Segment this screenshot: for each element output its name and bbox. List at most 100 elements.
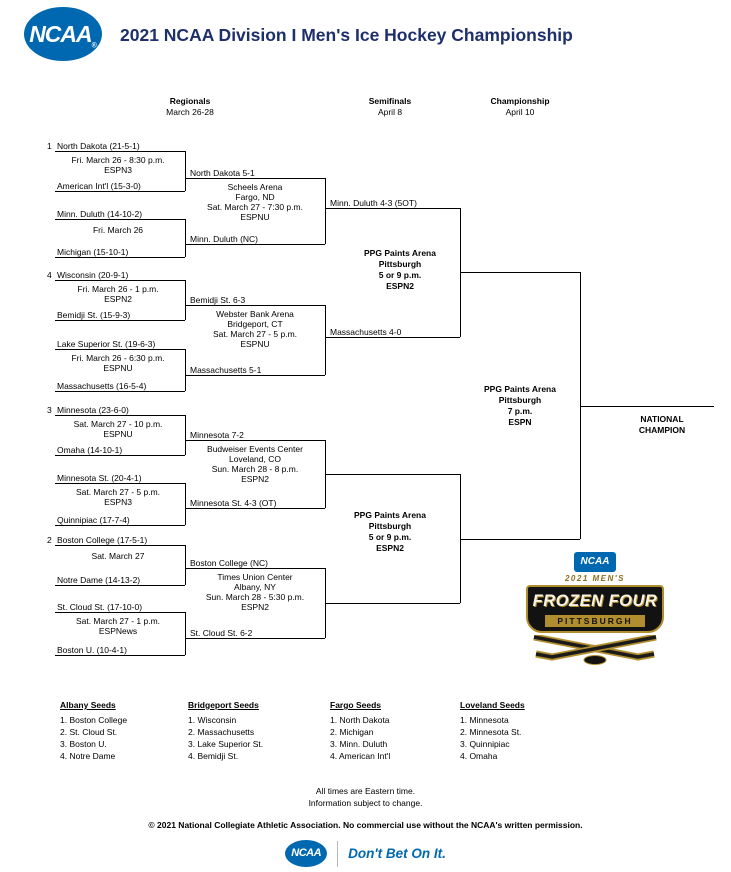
semifinal-bottom-venue: PPG Paints Arena Pittsburgh 5 or 9 p.m. … <box>354 510 426 553</box>
bracket-line <box>580 406 714 407</box>
bracket-line <box>55 219 185 220</box>
seed-item: 1. Wisconsin <box>188 715 237 725</box>
bracket-line <box>55 349 185 350</box>
venue-info-fargo: Scheels Arena Fargo, ND Sat. March 27 - … <box>207 182 303 222</box>
seeds-title: Fargo Seeds <box>330 700 382 710</box>
seed-number-albany: 2 <box>47 535 52 545</box>
seed-item: 4. American Int'l <box>330 751 391 761</box>
seeds-column-bridgeport: Bridgeport Seeds 1. Wisconsin 2. Massach… <box>188 700 308 762</box>
bracket-line <box>185 244 325 245</box>
seeds-title: Bridgeport Seeds <box>188 700 259 710</box>
seed-number-fargo: 1 <box>47 141 52 151</box>
team-bemidji-st: Bemidji St. (15-9-3) <box>57 310 131 320</box>
regional-winner-fargo: Minn. Duluth 4-3 (5OT) <box>330 198 417 208</box>
bracket-line <box>55 585 185 586</box>
seed-number-loveland: 3 <box>47 405 52 415</box>
game-info: Fri. March 26 - 8:30 p.m. ESPN3 <box>71 155 165 175</box>
ncaa-logo-text: NCAA <box>29 21 92 47</box>
seeds-title: Albany Seeds <box>60 700 116 710</box>
bracket-line <box>185 415 186 455</box>
team-omaha: Omaha (14-10-1) <box>57 445 123 455</box>
game-info: Sat. March 27 - 10 p.m. ESPNU <box>73 419 163 439</box>
footer-note-subject: Information subject to change. <box>308 798 423 808</box>
semifinal-top-venue: PPG Paints Arena Pittsburgh 5 or 9 p.m. … <box>364 248 436 291</box>
frozen-four-shield: FROZEN FOUR PITTSBURGH <box>526 585 664 633</box>
divider <box>337 840 339 867</box>
national-champion-label: NATIONAL CHAMPION <box>638 414 686 435</box>
seed-item: 2. Massachusetts <box>188 727 255 737</box>
bracket-line <box>185 508 325 509</box>
ncaa-logo: NCAA® <box>24 7 102 61</box>
seed-item: 4. Bemidji St. <box>188 751 239 761</box>
seed-item: 1. North Dakota <box>330 715 390 725</box>
dont-bet-lockup: NCAA Don't Bet On It. <box>0 840 731 867</box>
bracket-line <box>55 483 185 484</box>
bracket-line <box>185 545 186 585</box>
frozen-four-year: 2021 MEN'S <box>564 574 626 583</box>
round-date-regionals: March 26-28 <box>166 107 214 117</box>
game-info: Fri. March 26 <box>92 225 144 235</box>
venue-info-loveland: Budweiser Events Center Loveland, CO Sun… <box>207 444 303 484</box>
round-header-semifinals: Semifinals <box>368 96 412 106</box>
bracket-line <box>55 525 185 526</box>
bracket-line <box>185 349 186 391</box>
game-info: Sat. March 27 <box>91 551 145 561</box>
seed-item: 3. Lake Superior St. <box>188 739 264 749</box>
bracket-line <box>55 151 185 152</box>
bracket-line <box>55 257 185 258</box>
seed-item: 3. Boston U. <box>60 739 107 749</box>
game-info: Sat. March 27 - 1 p.m. ESPNews <box>75 616 161 636</box>
bracket-line <box>325 178 326 244</box>
frozen-four-logo: NCAA 2021 MEN'S FROZEN FOUR PITTSBURGH <box>526 552 664 665</box>
seeds-column-loveland: Loveland Seeds 1. Minnesota 2. Minnesota… <box>460 700 580 762</box>
bracket-line <box>55 612 185 613</box>
game-info: Fri. March 26 - 6:30 p.m. ESPNU <box>71 353 165 373</box>
bracket-line <box>460 272 580 273</box>
team-quinnipiac: Quinnipiac (17-7-4) <box>57 515 130 525</box>
seed-item: 1. Boston College <box>60 715 128 725</box>
hockey-sticks-icon <box>533 635 657 665</box>
winner-slot: Minnesota St. 4-3 (OT) <box>190 498 277 508</box>
game-info: Fri. March 26 - 1 p.m. ESPN2 <box>77 284 159 304</box>
bracket-line <box>55 455 185 456</box>
bracket-line <box>55 655 185 656</box>
winner-slot: Bemidji St. 6-3 <box>190 295 246 305</box>
winner-slot: North Dakota 5-1 <box>190 168 255 178</box>
seed-item: 2. Michigan <box>330 727 374 737</box>
team-michigan: Michigan (15-10-1) <box>57 247 129 257</box>
seed-item: 2. Minnesota St. <box>460 727 522 737</box>
winner-slot: Minn. Duluth (NC) <box>190 234 259 244</box>
bracket-line <box>460 474 461 603</box>
puck-icon <box>583 655 607 665</box>
seed-item: 3. Minn. Duluth <box>330 739 388 749</box>
bracket-line <box>55 415 185 416</box>
bracket-line <box>55 545 185 546</box>
team-north-dakota: North Dakota (21-5-1) <box>57 141 140 151</box>
seed-item: 4. Notre Dame <box>60 751 116 761</box>
bracket-line <box>185 440 325 441</box>
bracket-line <box>325 305 326 375</box>
team-american-intl: American Int'l (15-3-0) <box>57 181 141 191</box>
bracket-line <box>55 280 185 281</box>
footer-note-times: All times are Eastern time. <box>315 786 416 796</box>
ncaa-logo-small: NCAA <box>285 840 328 867</box>
bracket-line <box>185 638 325 639</box>
seeds-title: Loveland Seeds <box>460 700 525 710</box>
bracket-line <box>185 280 186 320</box>
regional-winner-bridgeport: Massachusetts 4-0 <box>330 327 402 337</box>
bracket-line <box>185 305 325 306</box>
bracket-line <box>185 568 325 569</box>
seed-item: 1. Minnesota <box>460 715 509 725</box>
page-title: 2021 NCAA Division I Men's Ice Hockey Ch… <box>120 25 573 45</box>
round-header-championship: Championship <box>490 96 550 106</box>
seed-item: 2. St. Cloud St. <box>60 727 118 737</box>
bracket-line <box>185 612 186 655</box>
winner-slot: Minnesota 7-2 <box>190 430 244 440</box>
team-massachusetts: Massachusetts (16-5-4) <box>57 381 147 391</box>
team-wisconsin: Wisconsin (20-9-1) <box>57 270 129 280</box>
seed-number-bridgeport: 4 <box>47 270 52 280</box>
bracket-line <box>325 337 460 338</box>
bracket-line <box>185 483 186 525</box>
team-minnesota-st: Minnesota St. (20-4-1) <box>57 473 142 483</box>
